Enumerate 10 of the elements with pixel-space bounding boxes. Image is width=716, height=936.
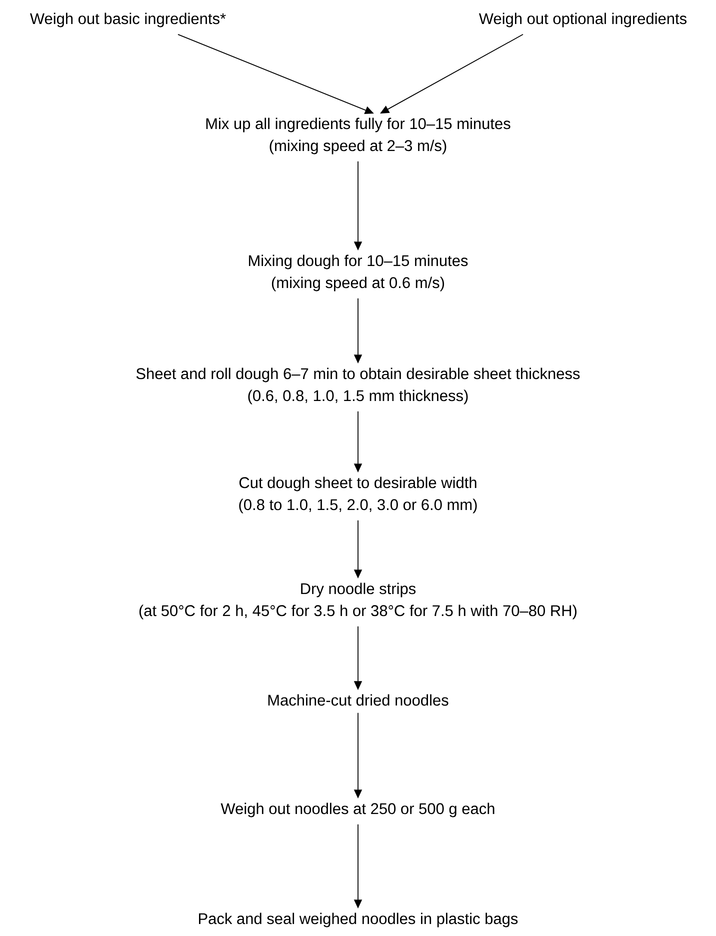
step-text: Weigh out basic ingredients* (30, 12, 226, 28)
step-text: Weigh out noodles at 250 or 500 g each (220, 802, 494, 818)
step-text: Dry noodle strips (at 50°C for 2 h, 45°C for 3.5 h or 38°C for 7.5 h with 70–80 RH) (139, 582, 576, 620)
step-text: Mix up all ingredients fully for 10–15 minutes (mixing speed at 2–3 m/s) (206, 118, 510, 154)
step-text: Sheet and roll dough 6–7 min to obtain desirable sheet thickness (0.6, 0.8, 1.0, 1.5 mm thickness) (136, 368, 580, 404)
step-text: Machine-cut dried noodles (268, 694, 448, 706)
step-text: Weigh out optional ingredients (478, 12, 686, 28)
step-text: Cut dough sheet to desirable width (0.8 to 1.0, 1.5, 2.0, 3.0 or 6.0 mm) (239, 476, 477, 514)
step-text: Pack and seal weighed noodles in plastic bags (199, 912, 518, 928)
step-text: Mixing dough for 10–15 minutes (mixing speed at 0.6 m/s) (248, 254, 468, 292)
